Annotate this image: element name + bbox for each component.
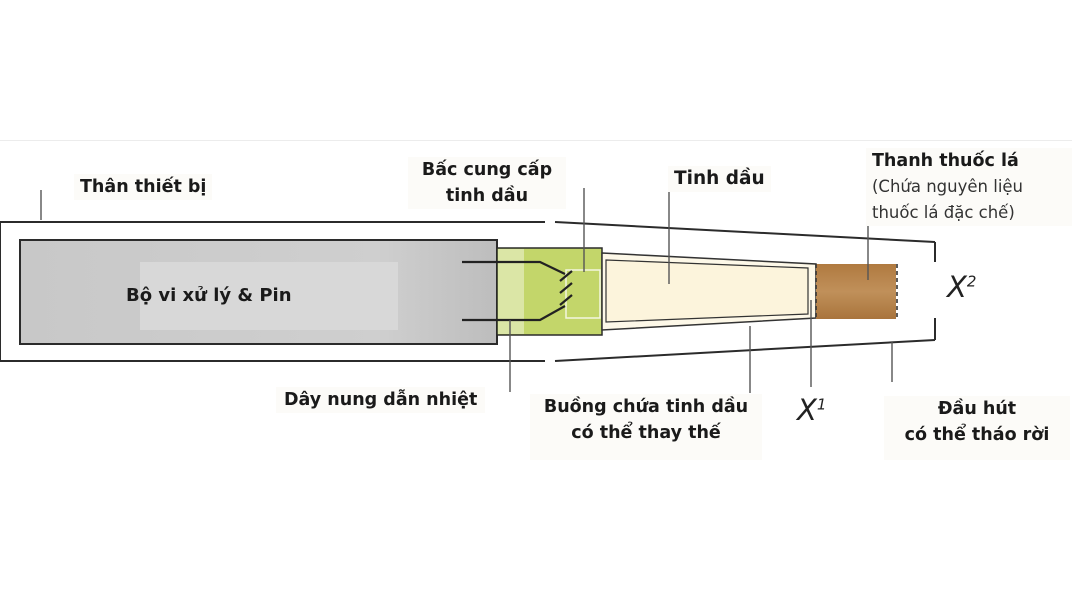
label-mouthpiece: Đầu hút có thể tháo rời [884, 396, 1070, 460]
heating-wire [462, 260, 573, 322]
label-wick-line2: tinh dầu [445, 186, 529, 206]
label-mouthpiece-line1: Đầu hút [937, 399, 1017, 419]
label-mouthpiece-line2: có thể tháo rời [904, 425, 1050, 445]
label-tobacco-line2: (Chứa nguyên liệu [872, 177, 1024, 196]
label-oil-chamber: Buồng chứa tinh dầu có thể thay thế [530, 394, 762, 460]
label-tobacco-line3: thuốc lá đặc chế) [872, 203, 1015, 222]
label-wick: Bấc cung cấp tinh dầu [408, 157, 566, 209]
label-tobacco-stick: Thanh thuốc lá (Chứa nguyên liệu thuốc l… [866, 148, 1072, 226]
label-oil: Tinh dầu [668, 166, 771, 192]
label-chamber-line1: Buồng chứa tinh dầu [543, 397, 749, 417]
label-processor-battery: Bộ vi xử lý & Pin [126, 285, 292, 306]
top-divider [0, 140, 1072, 141]
label-heating-wire: Dây nung dẫn nhiệt [276, 387, 486, 413]
label-wick-line1: Bấc cung cấp [421, 160, 553, 180]
oil-chamber [601, 252, 817, 331]
tobacco-stick [815, 264, 898, 319]
processor-highlight [140, 262, 398, 330]
label-device-body: Thân thiết bị [74, 174, 213, 200]
marker-x1: X1 [797, 393, 827, 427]
device-body [0, 221, 936, 362]
label-chamber-line2: có thể thay thế [571, 423, 721, 443]
marker-x2: X2 [947, 270, 977, 304]
label-tobacco-line1: Thanh thuốc lá [872, 151, 1019, 171]
